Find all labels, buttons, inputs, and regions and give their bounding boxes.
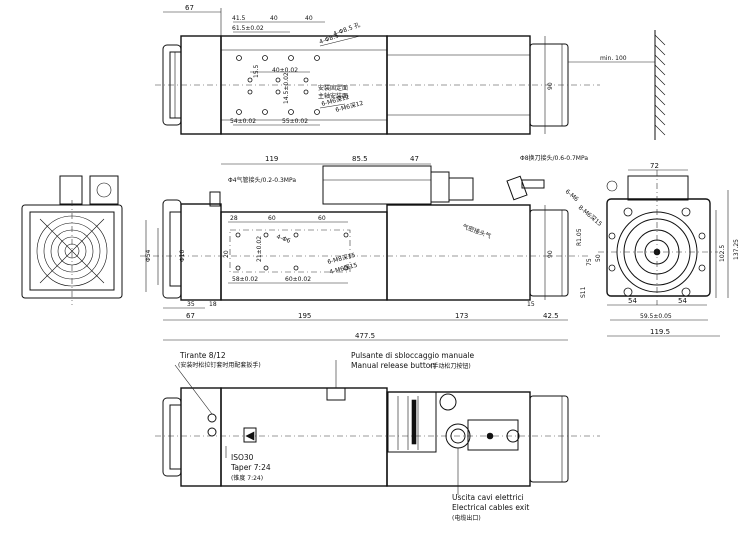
dim-label: 28: [230, 215, 238, 222]
dim-label: 67: [186, 312, 195, 320]
mount-hole: [343, 232, 349, 238]
mount-hole: [288, 109, 294, 115]
mount-hole: [303, 77, 309, 83]
dim-label: 15: [527, 301, 535, 308]
dim-label: 55±0.02: [282, 118, 308, 125]
mount-hole: [247, 77, 253, 83]
cables-label-cn: (电缆出口): [452, 514, 481, 522]
dim-label: Φ54: [145, 249, 152, 262]
mount-hole: [262, 55, 268, 61]
dim-label: 102.5: [719, 245, 726, 262]
dim-label: 195: [298, 312, 311, 320]
dim-label: 18: [209, 301, 217, 308]
dim-label: 21±0.02: [256, 236, 263, 262]
mount-hole: [314, 109, 320, 115]
dim-label: 60±0.02: [285, 276, 311, 283]
dim-label: min. 100: [600, 55, 627, 62]
bottom-view: Tirante 8/12 (安装时松拉钉套时用配套扳手) Pulsante di…: [155, 351, 600, 522]
dim-label: 137.25: [733, 239, 740, 260]
dim-label: 60: [268, 215, 276, 222]
dim-label: 60: [318, 215, 326, 222]
mount-hole: [698, 264, 706, 272]
mount-hole: [623, 207, 633, 217]
mount-hole: [247, 89, 253, 95]
dim-label: 58±0.02: [232, 276, 258, 283]
dim-label: 67: [185, 4, 194, 12]
top-view: 67 41.5 61.5±0.02 40 40 40±0.02 15.5 4-Φ…: [155, 4, 666, 140]
end-view: 72 137.25 102.5 54 54 59.5±0.05 119.5 50…: [564, 162, 740, 337]
dim-label: 35: [187, 301, 195, 308]
dim-label: 75: [586, 258, 593, 266]
mount-hole: [608, 232, 616, 240]
release-label-en: Manual release button: [351, 361, 435, 370]
dim-label: 54: [628, 297, 637, 305]
taper-label: (锥度 7:24): [231, 474, 263, 482]
mount-hole: [262, 109, 268, 115]
mount-hole: [681, 287, 691, 297]
dim-label: 90: [547, 82, 554, 90]
mount-hole: [608, 264, 616, 272]
mount-hole: [303, 89, 309, 95]
note-label: 主轴安装面: [318, 92, 348, 100]
side-view: 119 85.5 47 28 60 60 Φ54 Φ10 20 21±0.02 …: [21, 154, 590, 341]
dim-label: 54±0.02: [230, 118, 256, 125]
note-label: Φ8换刀接头/0.6-0.7MPa: [520, 154, 588, 162]
dim-label: 15.5: [253, 64, 260, 78]
taper-label: Taper 7:24: [230, 463, 271, 472]
release-label-cn: (手动松刀按钮): [430, 362, 471, 370]
dim-label: 50: [595, 254, 602, 262]
end-face: [606, 198, 711, 297]
dim-label: 477.5: [355, 332, 375, 340]
note-label: Φ4气管接头/0.2-0.3MPa: [228, 176, 296, 184]
note-label: 气密接头气: [461, 222, 492, 240]
dim-label: 173: [455, 312, 468, 320]
taper-label: ISO30: [231, 453, 254, 462]
dim-label: Φ10: [179, 249, 186, 262]
mount-hole: [236, 109, 242, 115]
cables-label-en: Electrical cables exit: [452, 503, 529, 512]
dim-label: 90: [547, 250, 554, 258]
dim-label: 54: [678, 297, 687, 305]
tirante-label: Tirante 8/12: [179, 351, 226, 360]
dim-label: 47: [410, 155, 419, 163]
mount-hole: [293, 232, 299, 238]
dim-label: 72: [650, 162, 659, 170]
mount-hole: [293, 265, 299, 271]
dim-label: 119: [265, 155, 278, 163]
release-label-it: Pulsante di sbloccaggio manuale: [351, 351, 475, 360]
mount-hole: [681, 207, 691, 217]
note-label: 8-M6深15: [577, 203, 604, 228]
mount-hole: [263, 232, 269, 238]
note-label: 6-M6: [564, 188, 580, 203]
dim-label: 42.5: [543, 312, 559, 320]
mount-hole: [288, 55, 294, 61]
mount-hole: [275, 77, 281, 83]
dim-label: R1.05: [576, 228, 583, 246]
cables-label-it: Uscita cavi elettrici: [452, 493, 524, 502]
dim-label: 14.5±0.02: [283, 72, 290, 104]
dim-label: 40: [270, 15, 278, 22]
note-label: S11: [580, 286, 587, 298]
mount-hole: [698, 232, 706, 240]
dim-label: 40: [305, 15, 313, 22]
mount-hole: [343, 265, 349, 271]
dim-label: 59.5±0.05: [640, 313, 672, 320]
tirante-note: (安装时松拉钉套时用配套扳手): [178, 361, 261, 369]
dim-label: 20: [223, 250, 230, 258]
dim-label: 61.5±0.02: [232, 25, 264, 32]
mount-hole: [263, 265, 269, 271]
mount-hole: [235, 232, 241, 238]
note-label: 安装固定面: [318, 84, 348, 92]
dim-label: 40±0.02: [272, 67, 298, 74]
dim-label: 119.5: [650, 328, 670, 336]
mount-hole: [236, 55, 242, 61]
mount-hole: [314, 55, 320, 61]
mount-hole: [623, 287, 633, 297]
dim-label: 41.5: [232, 15, 246, 22]
dim-label: 85.5: [352, 155, 368, 163]
dim-label: 4-Φ6: [275, 233, 291, 245]
mount-hole: [235, 265, 241, 271]
mount-hole: [275, 89, 281, 95]
